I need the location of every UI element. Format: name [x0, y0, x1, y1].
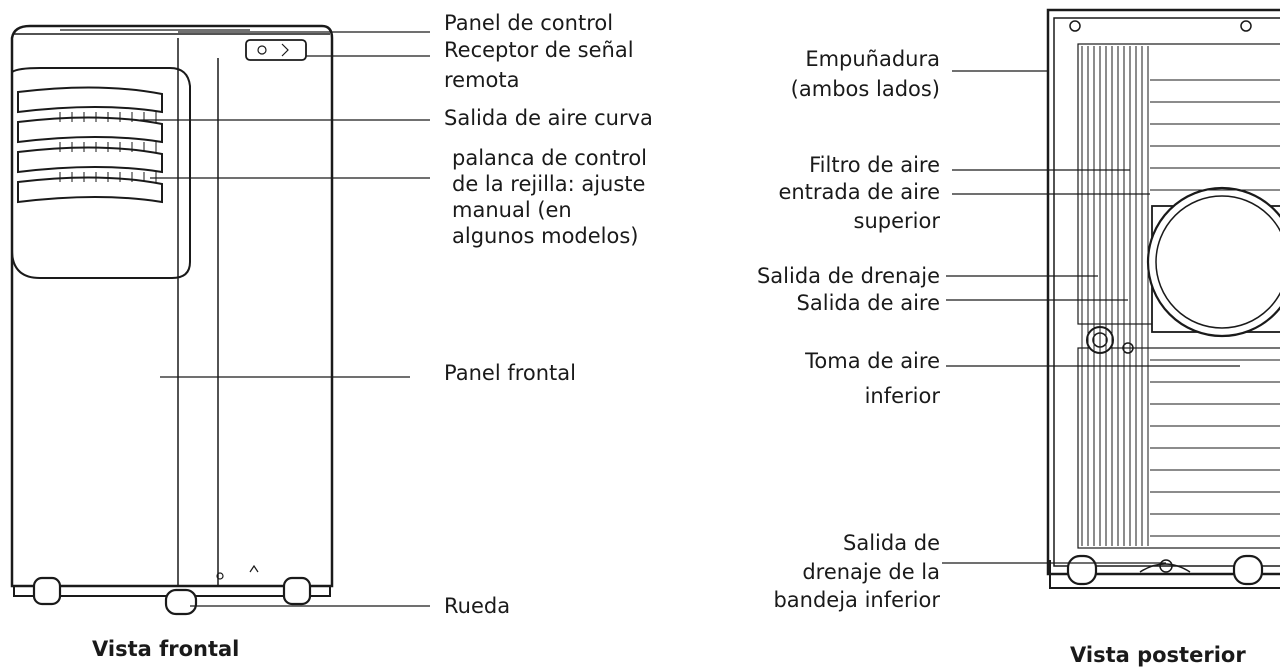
- label-control-panel: Panel de control: [444, 11, 614, 35]
- label-air-filter: Filtro de aire: [809, 153, 940, 177]
- label-signal-receiver-line1: Receptor de señal: [444, 38, 634, 62]
- label-louver-line2: de la rejilla: ajuste: [452, 172, 646, 196]
- front-unit-illustration: [10, 24, 334, 616]
- label-air-outlet: Salida de aire: [796, 291, 940, 315]
- front-leader-lines: [140, 31, 430, 607]
- label-tray-drain-line2: drenaje de la: [802, 560, 940, 584]
- label-drain-outlet: Salida de drenaje: [756, 264, 940, 288]
- label-tray-drain-line1: Salida de: [843, 531, 940, 555]
- label-handle-line2: (ambos lados): [790, 77, 940, 101]
- label-tray-drain-line3: bandeja inferior: [773, 588, 940, 612]
- rear-grille-slats: [1081, 46, 1280, 546]
- caption-rear-view: Vista posterior: [1070, 643, 1246, 667]
- label-louver-line1: palanca de control: [452, 146, 648, 170]
- rear-leader-lines: [942, 70, 1240, 564]
- label-handle-line1: Empuñadura: [805, 47, 940, 71]
- label-wheel: Rueda: [444, 594, 511, 618]
- label-lower-intake-line1: Toma de aire: [805, 349, 940, 373]
- rear-unit-illustration: [1046, 8, 1280, 589]
- label-upper-intake-line1: entrada de aire: [778, 180, 940, 204]
- label-louver-line4: algunos modelos): [452, 224, 639, 248]
- label-front-panel: Panel frontal: [444, 361, 576, 385]
- caption-front-view: Vista frontal: [92, 637, 240, 661]
- label-lower-intake-line2: inferior: [864, 384, 940, 408]
- label-upper-intake-line2: superior: [853, 209, 940, 233]
- label-louver-line3: manual (en: [452, 198, 572, 222]
- label-curved-air-outlet: Salida de aire curva: [444, 106, 653, 130]
- label-signal-receiver-line2: remota: [444, 68, 520, 92]
